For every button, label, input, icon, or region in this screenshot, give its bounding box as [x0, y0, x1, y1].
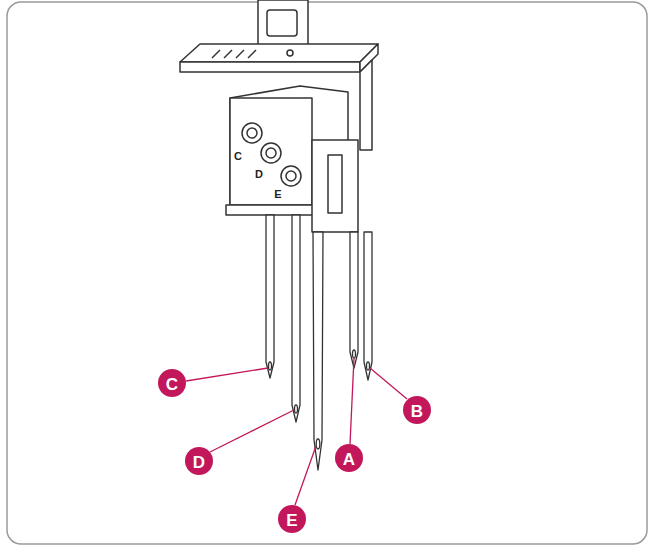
- leaders: [186, 358, 407, 505]
- leader-line: [350, 358, 354, 444]
- needle-eye: [269, 362, 272, 370]
- callout-circle: [403, 396, 431, 424]
- clamp-front: [230, 98, 312, 205]
- slot: [248, 50, 256, 58]
- needle: [266, 215, 274, 378]
- callout-letter: A: [343, 451, 355, 468]
- post: [258, 0, 308, 46]
- screw-head: [247, 128, 257, 138]
- callout-letter: C: [166, 376, 178, 393]
- screw-head: [266, 148, 276, 158]
- callout-circle: [158, 369, 186, 397]
- part-letter: E: [274, 189, 281, 200]
- holder: [312, 140, 358, 232]
- needle: [350, 232, 358, 368]
- screw: [281, 166, 301, 186]
- screw-head: [286, 171, 296, 181]
- callout-circles: [158, 369, 431, 533]
- screw: [242, 123, 262, 143]
- part-letter: D: [255, 169, 263, 180]
- callout-letter: D: [193, 454, 205, 471]
- needle-eye: [367, 362, 370, 370]
- frame: [7, 2, 647, 544]
- post-window: [267, 10, 297, 36]
- needle-eye: [353, 350, 356, 358]
- arm: [360, 60, 372, 150]
- needle-eye: [316, 439, 320, 449]
- callout-letter: B: [411, 403, 423, 420]
- needle: [364, 232, 372, 380]
- part-letter: C: [234, 151, 242, 162]
- callout-letter: E: [286, 512, 297, 529]
- callout-circle: [335, 444, 363, 472]
- needle: [292, 215, 300, 422]
- holder-slot: [328, 155, 342, 213]
- top-plate: [180, 44, 378, 62]
- callout-circle: [278, 505, 306, 533]
- slot: [224, 50, 232, 58]
- slot: [212, 50, 220, 58]
- needle-bar: [180, 0, 378, 232]
- leader-line: [295, 446, 316, 505]
- slot: [236, 50, 244, 58]
- hole: [287, 50, 293, 56]
- needle: [313, 232, 323, 470]
- top-plate-front: [180, 62, 360, 72]
- screw: [261, 143, 281, 163]
- needle-eye: [295, 405, 298, 413]
- leader-line: [370, 368, 407, 399]
- needles: [266, 215, 372, 470]
- leader-line: [210, 410, 294, 452]
- callout-circle: [185, 447, 213, 475]
- leader-line: [186, 368, 268, 381]
